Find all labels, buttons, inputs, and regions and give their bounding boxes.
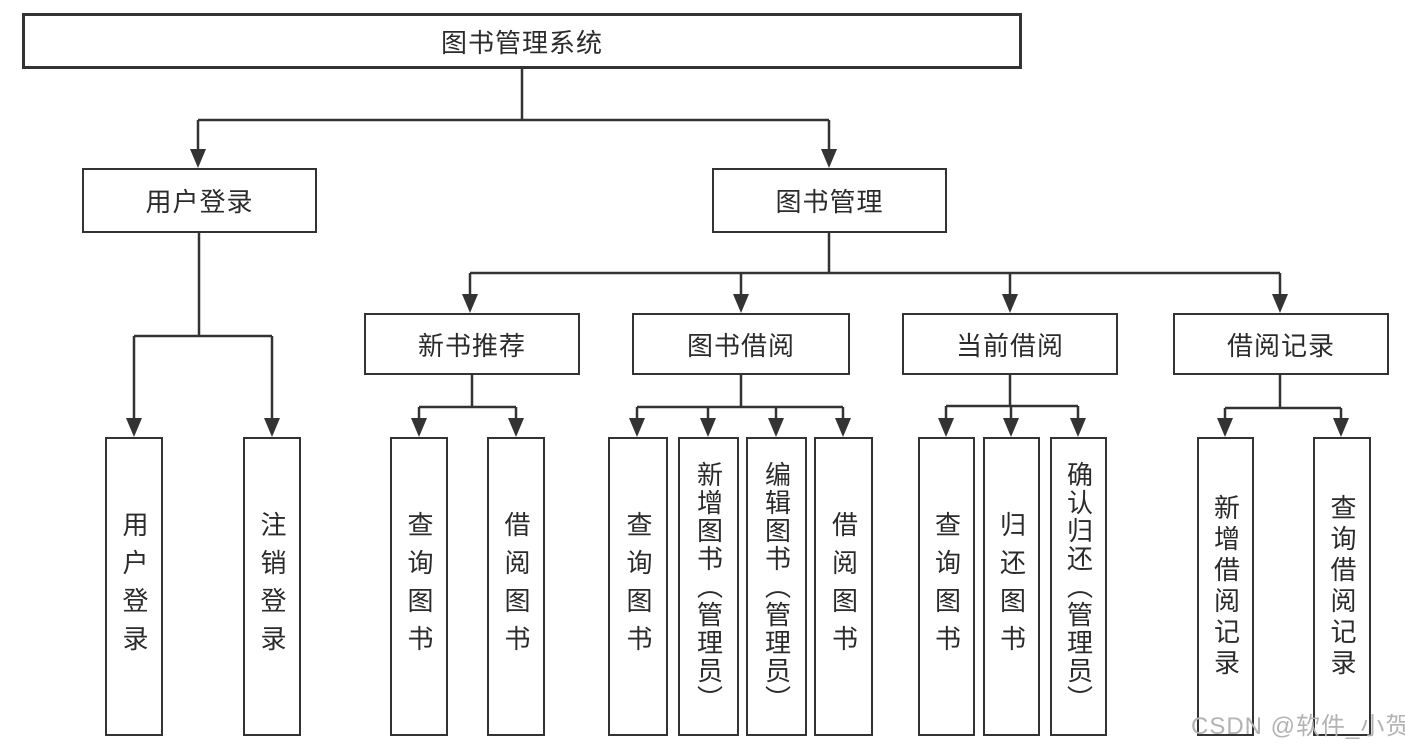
leaf-logout: 注销登录: [243, 437, 301, 736]
node-new-book-recommend-label: 新书推荐: [417, 330, 526, 361]
leaf-query-books-recommend: 查询图书: [390, 437, 448, 736]
leaf-add-book-admin-label: 新增图书（管理员）: [693, 460, 724, 713]
leaf-user-login: 用户登录: [105, 437, 163, 736]
leaf-borrow-books-recommend-label: 借阅图书: [501, 510, 531, 663]
edge-borrow-records-to-leaves: [1217, 375, 1349, 437]
leaf-return-book: 归还图书: [983, 437, 1040, 736]
node-borrow-records-label: 借阅记录: [1226, 330, 1335, 361]
node-borrow-records: 借阅记录: [1173, 313, 1389, 375]
leaf-borrow-books-borrow-label: 借阅图书: [828, 510, 859, 663]
leaf-logout-label: 注销登录: [257, 510, 287, 663]
node-library-system-label: 图书管理系统: [440, 27, 603, 58]
leaf-user-login-label: 用户登录: [119, 510, 149, 663]
leaf-query-borrow-record: 查询借阅记录: [1313, 437, 1371, 736]
node-user-login-branch: 用户登录: [82, 168, 317, 233]
node-book-management-label: 图书管理: [775, 187, 884, 217]
node-book-borrow-label: 图书借阅: [686, 330, 795, 361]
leaf-add-borrow-record: 新增借阅记录: [1197, 437, 1254, 736]
leaf-borrow-books-borrow: 借阅图书: [814, 437, 873, 736]
edge-new-book-recommend-to-leaves: [411, 375, 524, 437]
node-new-book-recommend: 新书推荐: [364, 313, 580, 375]
node-current-borrow: 当前借阅: [902, 313, 1118, 375]
leaf-query-books-borrow: 查询图书: [608, 437, 668, 736]
leaf-edit-book-admin: 编辑图书（管理员）: [746, 437, 807, 736]
leaf-confirm-return-admin-label: 确认归还（管理员）: [1063, 460, 1094, 713]
edge-root-to-level2: [190, 69, 837, 168]
node-book-management: 图书管理: [712, 168, 947, 233]
node-book-borrow: 图书借阅: [632, 313, 850, 375]
leaf-return-book-label: 归还图书: [996, 510, 1027, 663]
edge-book-borrow-to-leaves: [629, 375, 851, 437]
edge-user-login-to-leaves: [126, 233, 280, 437]
leaf-query-books-recommend-label: 查询图书: [404, 510, 434, 663]
node-library-system: 图书管理系统: [22, 13, 1022, 69]
leaf-add-borrow-record-label: 新增借阅记录: [1210, 493, 1241, 680]
edge-current-borrow-to-leaves: [938, 375, 1086, 437]
leaf-query-books-borrow-label: 查询图书: [623, 510, 653, 663]
leaf-add-book-admin: 新增图书（管理员）: [678, 437, 739, 736]
leaf-query-books-current: 查询图书: [918, 437, 975, 736]
leaf-edit-book-admin-label: 编辑图书（管理员）: [761, 460, 792, 713]
node-current-borrow-label: 当前借阅: [955, 330, 1064, 361]
node-user-login-branch-label: 用户登录: [145, 187, 254, 217]
leaf-confirm-return-admin: 确认归还（管理员）: [1050, 437, 1107, 736]
leaf-query-borrow-record-label: 查询借阅记录: [1327, 493, 1357, 680]
leaf-query-books-current-label: 查询图书: [931, 510, 962, 663]
watermark: CSDN @软件_小贺同学: [1191, 713, 1405, 740]
leaf-borrow-books-recommend: 借阅图书: [487, 437, 545, 736]
edge-book-management-to-level3: [462, 233, 1288, 313]
